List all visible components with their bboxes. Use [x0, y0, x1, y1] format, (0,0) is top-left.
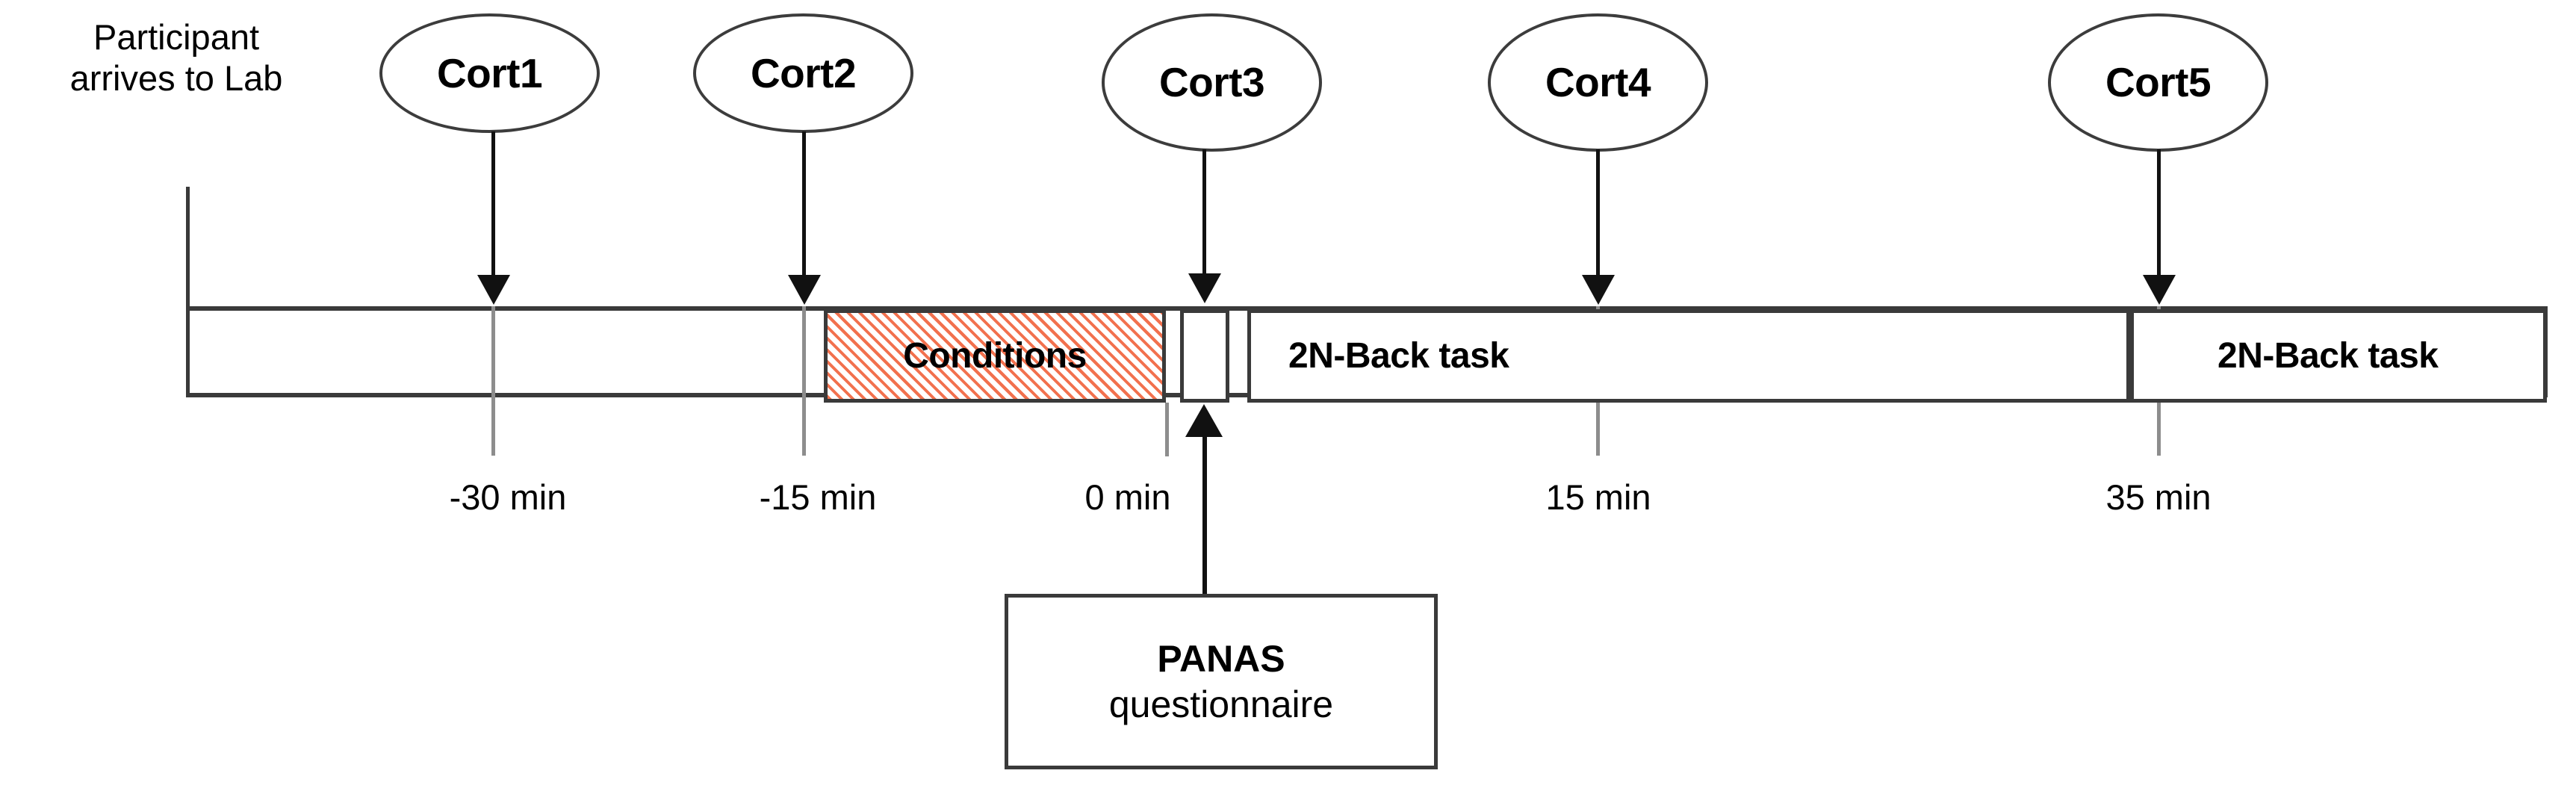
- cort-ellipse-1: Cort1: [379, 13, 600, 133]
- cort-ellipse-4: Cort4: [1488, 13, 1708, 152]
- time-label-minus-30: -30 min: [449, 477, 567, 517]
- panas-title: PANAS: [1157, 637, 1285, 680]
- participant-arrival-stem: [186, 187, 190, 397]
- nback-label-2: 2N-Back task: [2217, 336, 2439, 376]
- nback-block-2: 2N-Back task: [2130, 309, 2547, 403]
- panas-arrow-stem: [1202, 422, 1207, 598]
- cort-node-2: Cort2: [693, 13, 913, 133]
- cort-arrow-head-4: [1582, 275, 1615, 305]
- panas-arrow-head: [1185, 404, 1223, 437]
- cort-node-4: Cort4: [1488, 13, 1708, 152]
- cort-label-4: Cort4: [1545, 59, 1651, 105]
- cort-ellipse-2: Cort2: [693, 13, 913, 133]
- panas-callout-box: PANAS questionnaire: [1005, 594, 1438, 769]
- cort-arrow-head-3: [1188, 273, 1221, 303]
- time-label-minus-15: -15 min: [759, 477, 877, 517]
- panas-slot-block: [1180, 309, 1229, 403]
- cort-tick-1: [491, 306, 495, 456]
- cort-label-1: Cort1: [436, 49, 543, 96]
- cort-node-3: Cort3: [1102, 13, 1322, 152]
- cort-arrow-stem-1: [491, 131, 495, 276]
- cort-label-3: Cort3: [1158, 59, 1265, 105]
- cort-node-1: Cort1: [379, 13, 600, 133]
- cort-arrow-head-1: [477, 275, 510, 305]
- time-label-zero: 0 min: [1084, 477, 1171, 517]
- cort-tick-3: [1165, 403, 1169, 456]
- time-label-35: 35 min: [2105, 477, 2212, 517]
- cort-arrow-stem-3: [1202, 149, 1206, 275]
- cort-arrow-stem-4: [1596, 149, 1600, 276]
- cort-tick-2: [802, 306, 806, 456]
- time-label-15: 15 min: [1545, 477, 1651, 517]
- cort-label-2: Cort2: [750, 49, 857, 96]
- cort-node-5: Cort5: [2048, 13, 2268, 152]
- cort-arrow-stem-5: [2157, 149, 2161, 276]
- nback-block-1: 2N-Back task: [1247, 309, 2130, 403]
- cort-arrow-head-2: [788, 275, 821, 305]
- conditions-block: Conditions: [824, 309, 1166, 403]
- panas-subtitle: questionnaire: [1108, 683, 1334, 725]
- cort-arrow-stem-2: [802, 131, 806, 276]
- cort-arrow-head-5: [2143, 275, 2176, 305]
- timeline-bar-left-cap: [186, 306, 190, 397]
- cort-ellipse-5: Cort5: [2048, 13, 2268, 152]
- conditions-label: Conditions: [903, 336, 1087, 376]
- cort-label-5: Cort5: [2105, 59, 2212, 105]
- nback-label-1: 2N-Back task: [1288, 336, 1509, 376]
- cort-ellipse-3: Cort3: [1102, 13, 1322, 152]
- participant-arrival-label: Participant arrives to Lab: [69, 17, 283, 99]
